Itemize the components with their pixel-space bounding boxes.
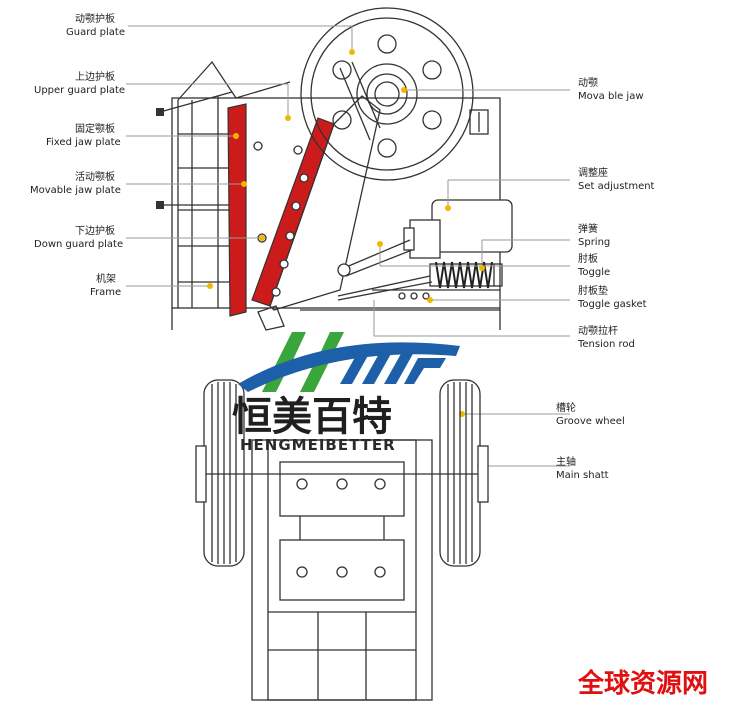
label-movable-jaw-plate-cn: 活动颚板 bbox=[75, 170, 115, 183]
label-frame-cn: 机架 bbox=[96, 272, 116, 285]
brand-name-en: HENGMEIBETTER bbox=[240, 436, 396, 454]
label-main-shaft-cn: 主轴 bbox=[556, 455, 576, 468]
movable-jaw-body bbox=[269, 95, 381, 311]
label-frame-en: Frame bbox=[90, 287, 121, 298]
label-toggle-cn: 肘板 bbox=[578, 252, 598, 265]
front-view bbox=[195, 379, 489, 701]
hopper-left bbox=[177, 60, 237, 101]
label-spring-cn: 弹簧 bbox=[578, 222, 598, 235]
flywheel bbox=[300, 7, 474, 181]
label-fixed-jaw-plate-en: Fixed jaw plate bbox=[46, 137, 121, 148]
label-tension-rod-cn: 动颚拉杆 bbox=[578, 324, 618, 337]
movable-jaw-plate-shape bbox=[251, 117, 335, 307]
label-groove-wheel-cn: 槽轮 bbox=[556, 401, 576, 414]
label-spring-en: Spring bbox=[578, 237, 610, 248]
fixed-jaw-plate-shape bbox=[227, 103, 247, 317]
right-labels: 动颚 Mova ble jaw 调整座 Set adjustment 弹簧 Sp… bbox=[556, 77, 655, 481]
label-movable-jaw-cn: 动颚 bbox=[578, 77, 598, 89]
frame-ribs bbox=[177, 96, 232, 308]
left-groove-wheel bbox=[195, 379, 245, 567]
label-groove-wheel-en: Groove wheel bbox=[556, 416, 625, 427]
left-labels: 动颚护板 Guard plate 上边护板 Upper guard plate … bbox=[30, 12, 125, 298]
label-toggle-en: Toggle bbox=[577, 267, 610, 278]
label-movable-jaw-en: Mova ble jaw bbox=[578, 91, 644, 102]
label-guard-plate-en: Guard plate bbox=[66, 27, 125, 38]
label-set-adjustment-en: Set adjustment bbox=[578, 181, 655, 192]
label-down-guard-plate-cn: 下边护板 bbox=[75, 224, 115, 237]
label-fixed-jaw-plate-cn: 固定颚板 bbox=[75, 122, 115, 135]
callout-lines bbox=[126, 25, 570, 467]
label-movable-jaw-plate-en: Movable jaw plate bbox=[30, 185, 121, 196]
label-set-adjustment-cn: 调整座 bbox=[578, 166, 608, 179]
side-view bbox=[156, 7, 513, 331]
set-adjustment-block bbox=[403, 199, 513, 259]
front-bolts bbox=[296, 478, 386, 578]
label-toggle-gasket-cn: 肘板垫 bbox=[578, 284, 608, 297]
brand-name-cn: 恒美百特 bbox=[232, 394, 392, 440]
label-main-shaft-en: Main shatt bbox=[556, 470, 609, 481]
label-down-guard-plate-en: Down guard plate bbox=[34, 239, 123, 250]
label-upper-guard-plate-en: Upper guard plate bbox=[34, 85, 125, 96]
label-toggle-gasket-en: Toggle gasket bbox=[577, 299, 647, 310]
right-groove-wheel bbox=[439, 379, 489, 567]
watermark-text: 全球资源网 bbox=[577, 668, 708, 699]
label-upper-guard-plate-cn: 上边护板 bbox=[75, 70, 115, 83]
brand-logo bbox=[238, 332, 460, 392]
label-guard-plate-cn: 动颚护板 bbox=[75, 12, 115, 25]
label-tension-rod-en: Tension rod bbox=[577, 339, 635, 350]
